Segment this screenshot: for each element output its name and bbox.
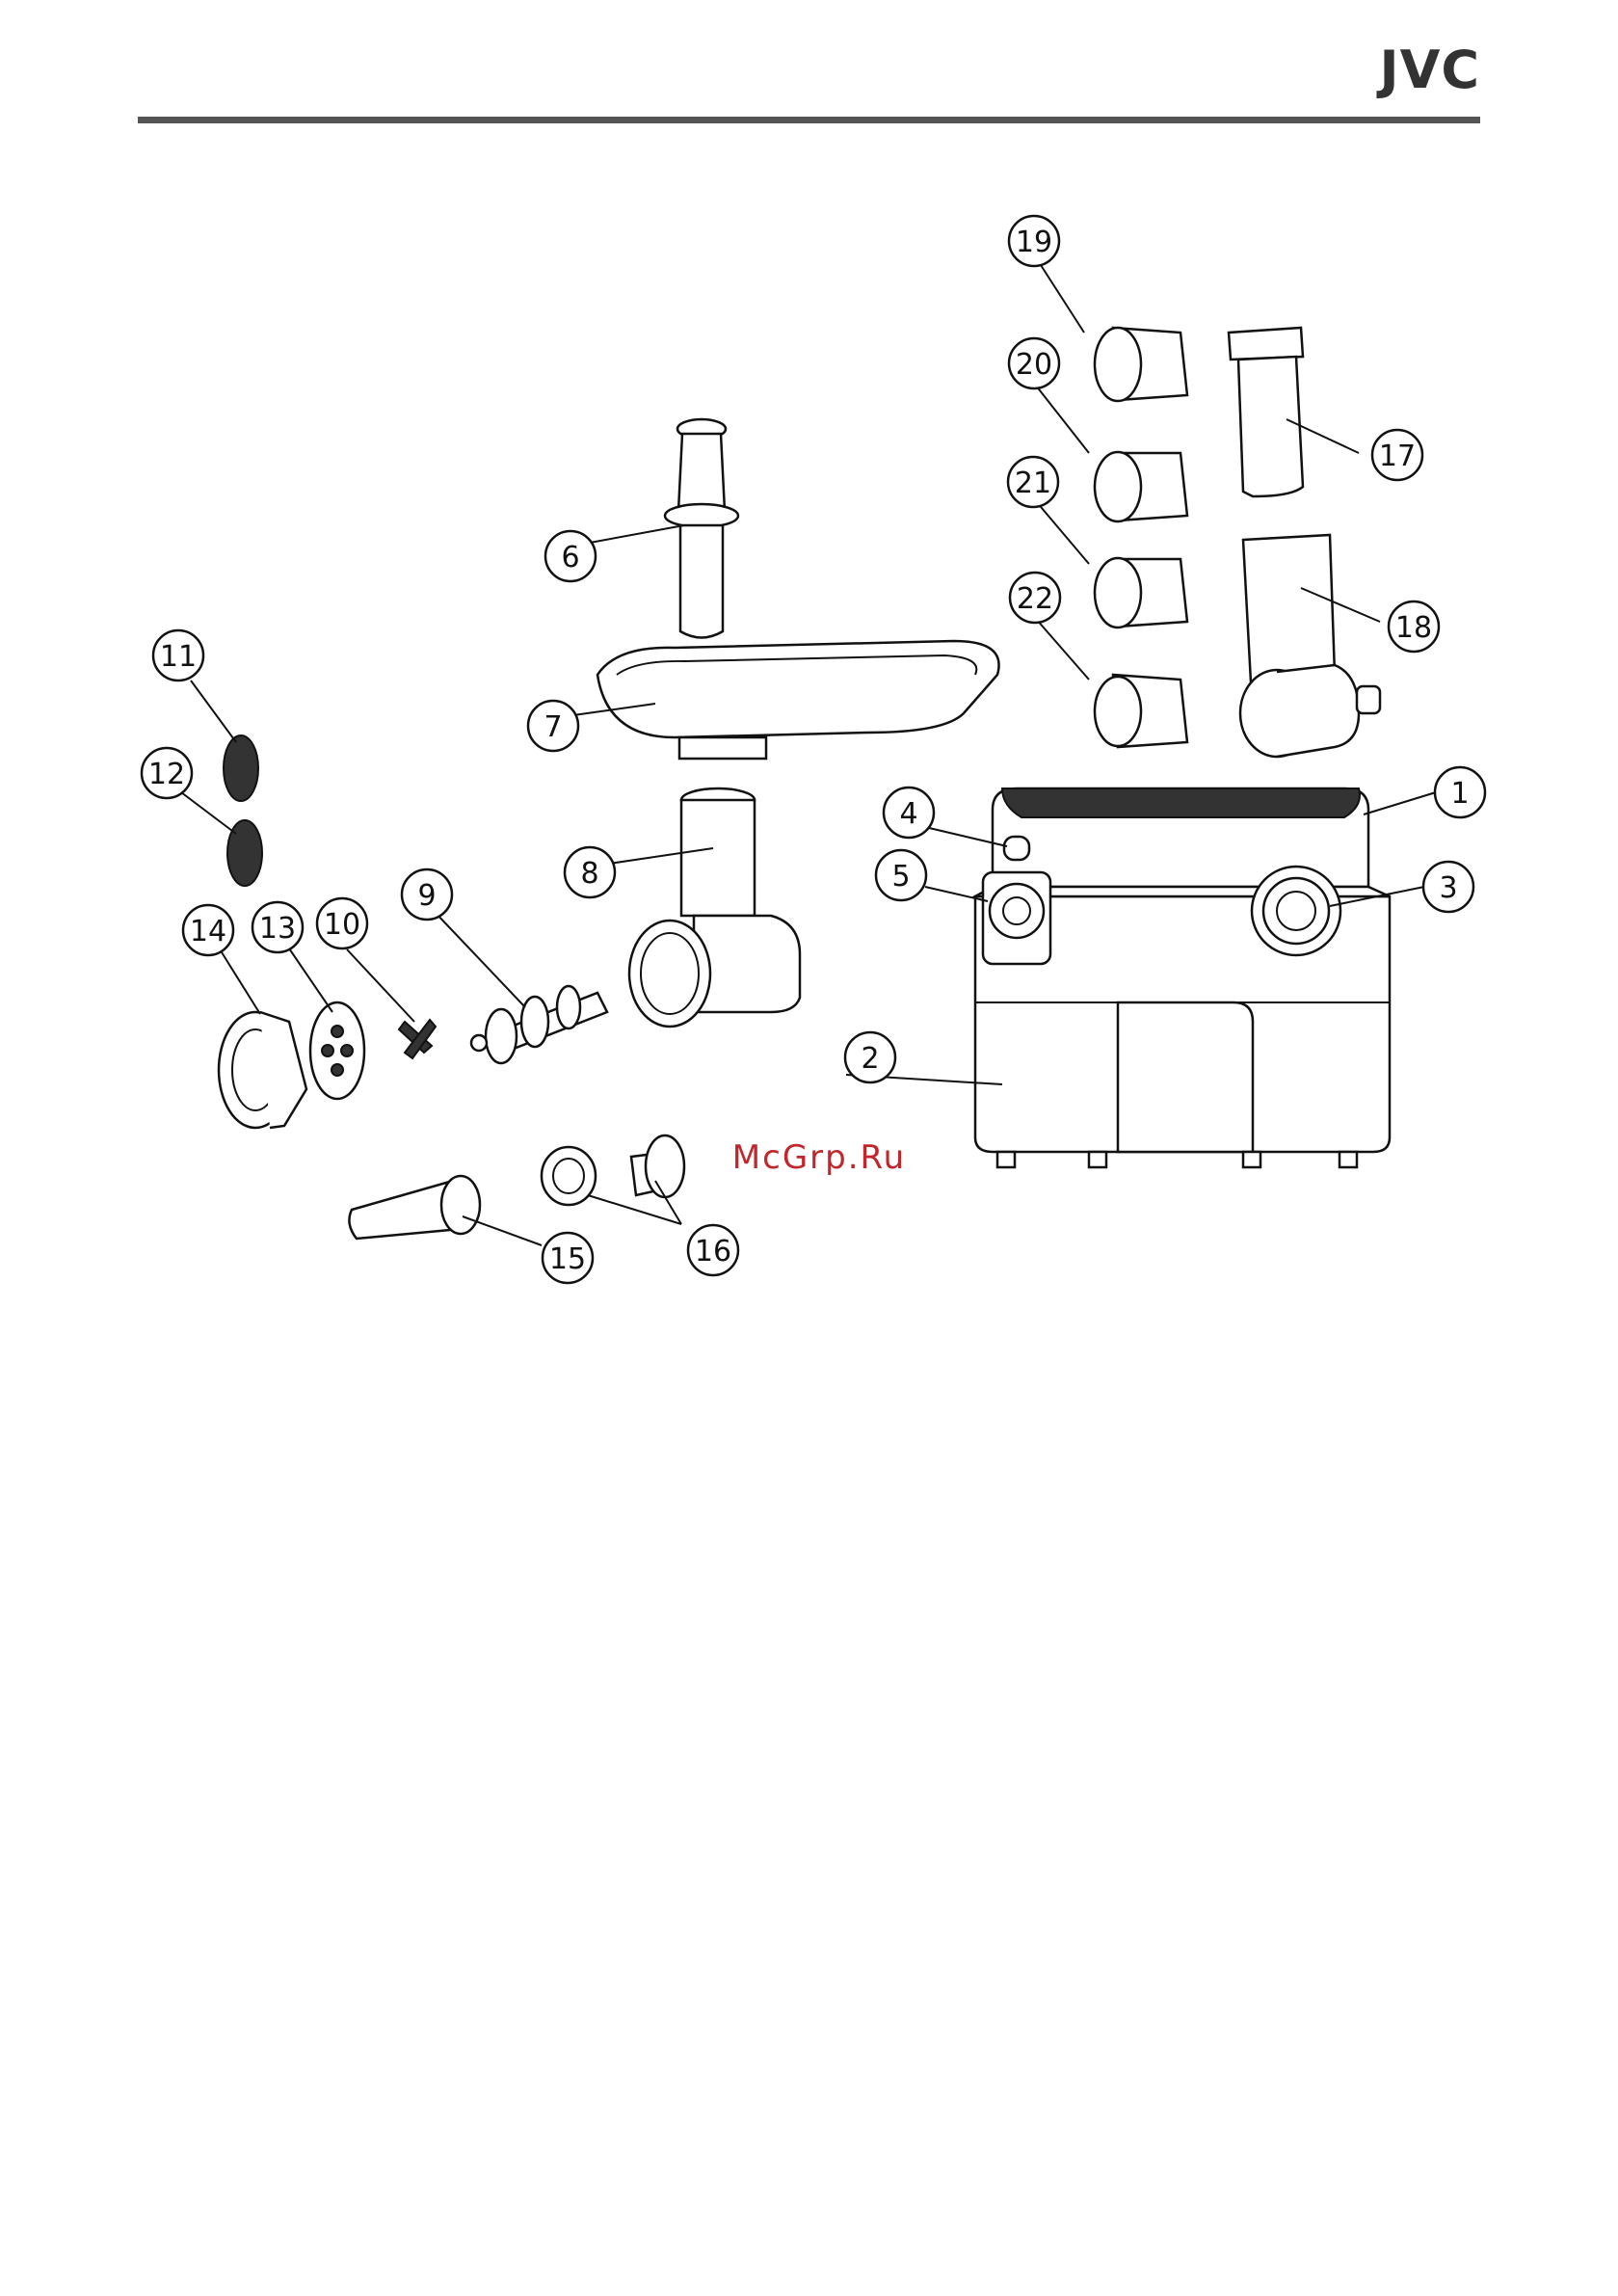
callout-19-label: 19: [1016, 226, 1052, 259]
cutting-blade: [399, 1020, 436, 1058]
fine-sieve: [224, 735, 258, 801]
sausage-nozzle: [349, 1176, 480, 1239]
callout-21-label: 21: [1015, 467, 1051, 500]
auger: [471, 986, 607, 1063]
ring-nut: [219, 1012, 306, 1128]
watermark: McGrp.Ru: [732, 1138, 906, 1177]
callout-3-label: 3: [1439, 871, 1457, 905]
callout-16-label: 16: [695, 1235, 731, 1268]
slicer-feed-pusher: [1229, 328, 1303, 496]
callout-7-label: 7: [544, 710, 562, 744]
callout-3: 3: [1423, 862, 1473, 912]
callout-12-label: 12: [148, 758, 185, 791]
callout-1-label: 1: [1450, 777, 1469, 811]
callout-15-label: 15: [549, 1242, 586, 1276]
callout-14: 14: [183, 905, 233, 955]
grating-drum-22: [1095, 675, 1187, 747]
callout-12: 12: [142, 748, 192, 798]
callout-20: 20: [1009, 338, 1059, 388]
callout-17-label: 17: [1379, 440, 1416, 473]
coarse-sieve: [310, 1002, 364, 1099]
grating-drum-21: [1095, 558, 1187, 627]
slicer-body: [1240, 535, 1380, 757]
callout-8-label: 8: [580, 857, 598, 891]
callout-9-label: 9: [417, 879, 436, 913]
callout-2: 2: [845, 1032, 895, 1082]
callout-19: 19: [1009, 216, 1059, 266]
callout-8: 8: [565, 847, 615, 897]
pusher: [665, 419, 738, 638]
speed-dial: [1252, 867, 1340, 955]
callout-22-label: 22: [1017, 582, 1053, 616]
callout-6-label: 6: [561, 541, 579, 574]
callout-17: 17: [1372, 430, 1422, 480]
callout-16: 16: [688, 1225, 738, 1275]
callout-11-label: 11: [160, 640, 197, 674]
callout-2-label: 2: [861, 1042, 879, 1076]
callout-20-label: 20: [1016, 348, 1052, 382]
callout-15: 15: [543, 1233, 593, 1283]
callout-5-label: 5: [891, 860, 910, 894]
callout-6: 6: [545, 531, 596, 581]
callout-22: 22: [1010, 573, 1060, 623]
callout-18: 18: [1389, 601, 1439, 652]
reverse-button: [1004, 837, 1029, 860]
mincer-head: [629, 788, 800, 1027]
callout-1: 1: [1435, 767, 1485, 817]
outlet-socket: [983, 872, 1050, 964]
callout-11: 11: [153, 630, 203, 681]
slicing-drum-19: [1095, 328, 1187, 401]
feeding-tray: [597, 641, 999, 759]
callout-13: 13: [252, 902, 303, 952]
callout-14-label: 14: [190, 915, 226, 948]
callout-10: 10: [317, 898, 367, 948]
callout-4-label: 4: [899, 797, 917, 831]
grating-drum-20: [1095, 452, 1187, 521]
motor-housing: [975, 788, 1390, 1167]
callout-13-label: 13: [259, 912, 296, 946]
callout-18-label: 18: [1395, 611, 1432, 645]
callout-21: 21: [1008, 457, 1058, 507]
callout-7: 7: [528, 701, 578, 751]
callout-10-label: 10: [324, 908, 360, 942]
callout-5: 5: [876, 850, 926, 900]
callout-9: 9: [402, 869, 452, 920]
callout-4: 4: [884, 788, 934, 838]
